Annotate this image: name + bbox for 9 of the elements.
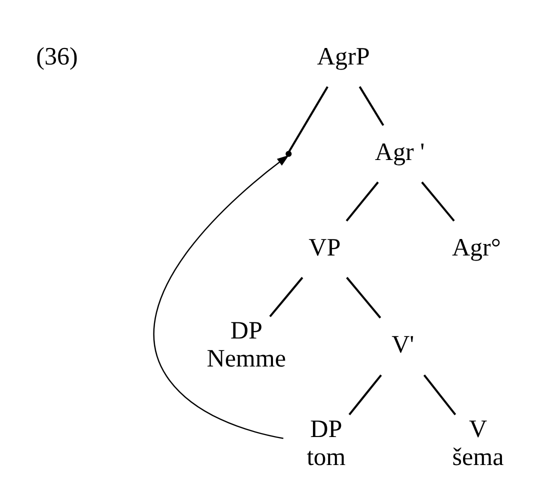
node-text: AgrP (316, 42, 370, 70)
node-text: Agr ' (374, 138, 425, 166)
node-text: DP Nemme (206, 316, 286, 372)
node-text: DP tom (306, 415, 346, 471)
label: (36) (36, 42, 78, 70)
node-text: Agr° (452, 234, 501, 261)
node-text: VP (308, 234, 341, 261)
node-text: V' (392, 330, 414, 358)
node-text: V šema (452, 415, 504, 471)
